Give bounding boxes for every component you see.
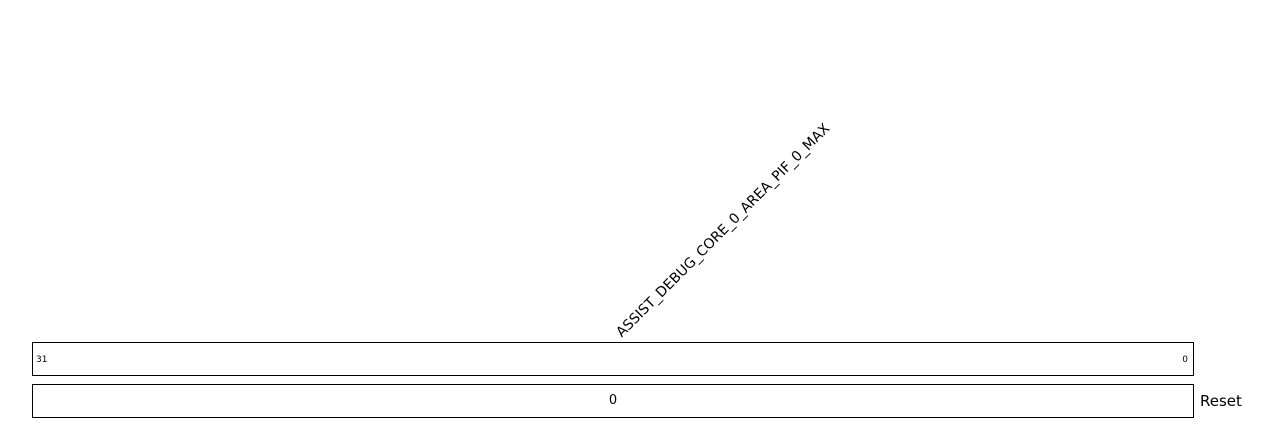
- reset-label: Reset: [1200, 392, 1242, 410]
- bit-range-row: 31 0: [32, 342, 1194, 376]
- field-name-label: ASSIST_DEBUG_CORE_0_AREA_PIF_0_MAX: [613, 120, 834, 341]
- bit-msb-label: 31: [36, 355, 48, 365]
- bit-lsb-label: 0: [1182, 355, 1188, 365]
- reset-value: 0: [608, 393, 618, 408]
- reset-value-row: 0: [32, 384, 1194, 418]
